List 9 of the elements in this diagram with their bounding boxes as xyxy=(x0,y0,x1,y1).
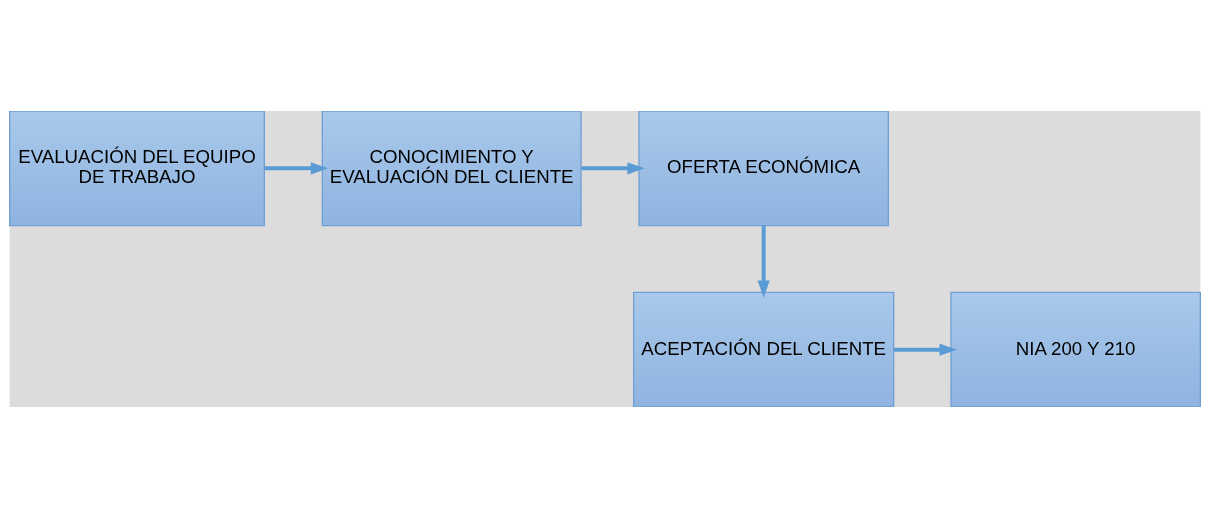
arrow xyxy=(757,225,770,298)
arrow xyxy=(894,343,957,356)
node-box: OFERTA ECONÓMICA xyxy=(638,111,889,227)
node-box: CONOCIMIENTO Y EVALUACIÓN DEL CLIENTE xyxy=(321,111,582,227)
arrow xyxy=(581,162,645,175)
node-box: NIA 200 Y 210 xyxy=(950,291,1201,407)
node-box: ACEPTACIÓN DEL CLIENTE xyxy=(633,291,895,407)
arrow xyxy=(264,162,329,175)
node-box: EVALUACIÓN DEL EQUIPO DE TRABAJO xyxy=(9,111,265,227)
